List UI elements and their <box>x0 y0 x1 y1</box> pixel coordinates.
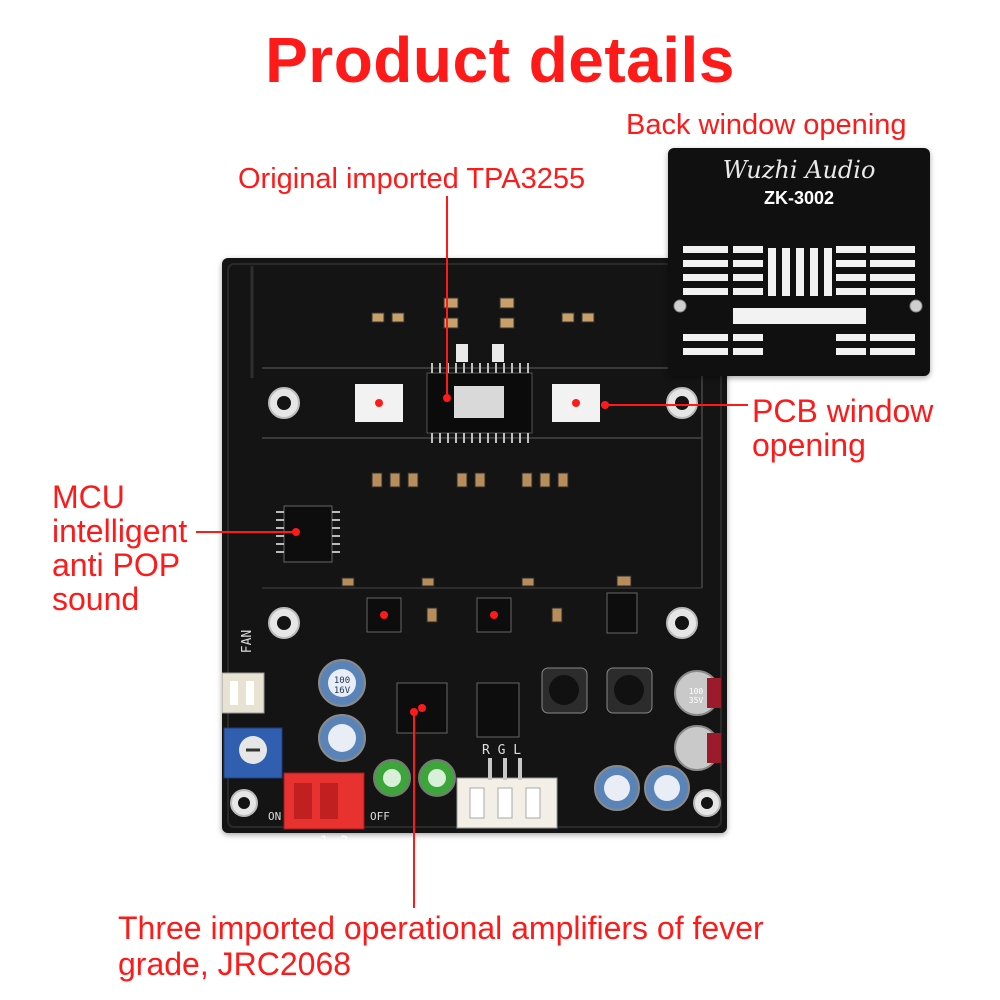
tpa3255-label: Original imported TPA3255 <box>238 163 586 195</box>
back-pcb-artwork <box>673 246 923 355</box>
main-pcb-artwork <box>222 263 722 830</box>
main-pcb-board: FAN ON OFF R G L 1 2 100 16V 100 35V <box>222 258 727 850</box>
cap-rating-label: 100 35V <box>688 687 704 705</box>
mcu-label-line1: MCU <box>52 479 125 515</box>
opamp-label-line2: grade, JRC2068 <box>118 946 352 982</box>
back-brand-text: Wuzhi Audio <box>722 156 876 184</box>
opamp-label-line1: Three imported operational amplifiers of… <box>118 910 764 946</box>
mcu-label-line3: anti POP <box>52 547 181 583</box>
pcb-window-label-line1: PCB window <box>752 393 934 429</box>
mcu-label-line2: intelligent <box>52 513 188 549</box>
cap-rating-label: 100 16V <box>333 676 351 696</box>
pcb-window-label-line2: opening <box>752 427 866 463</box>
rgl-silk-label: R G L <box>482 743 522 758</box>
back-model-text: ZK-3002 <box>763 188 835 208</box>
mcu-label-line4: sound <box>52 581 140 617</box>
on-silk-label: ON <box>268 810 282 823</box>
back-pcb-board: Wuzhi Audio ZK-3002 <box>668 148 930 376</box>
page-title: Product details <box>265 24 735 96</box>
back-window-label: Back window opening <box>626 109 907 141</box>
off-silk-label: OFF <box>370 810 390 823</box>
dip-switch-2-label: 2 <box>340 834 349 850</box>
dip-switch-1-label: 1 <box>320 834 329 850</box>
